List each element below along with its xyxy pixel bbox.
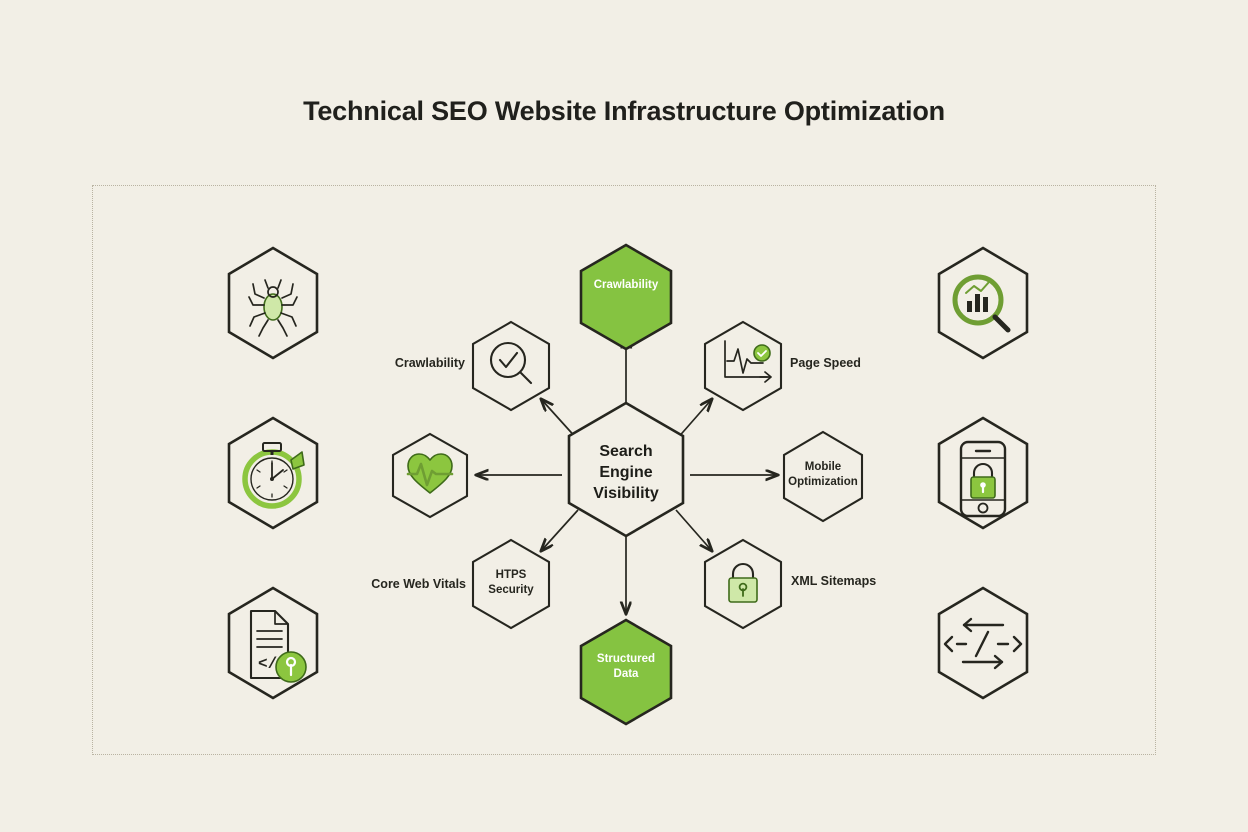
spoke-node-crawlability-upper-left[interactable]: Crawlability [395,320,551,412]
spoke-node-page-speed[interactable]: Page Speed [703,320,861,412]
crawlability-top-label: Crawlability [594,279,659,291]
spoke-node-xml-sitemaps[interactable]: XML Sitemaps [703,538,876,630]
hub-label-line2: Engine [599,464,652,481]
page-speed-label: Page Speed [790,356,861,370]
magnifier-chart-icon [952,274,1011,333]
crawlability-upper-left-label: Crawlability [395,356,465,370]
heart-pulse-icon [406,453,454,494]
phone-lock-icon [959,440,1007,518]
mobile-secure-hexagon [937,416,1029,530]
structured-data-label-line2: Data [614,668,640,680]
stopwatch-icon [242,442,305,509]
spoke-node-crawlability-top[interactable]: Crawlability [579,243,673,351]
stopwatch-hexagon [227,416,319,530]
connector-to-https-security [541,509,579,551]
hub-label-line1: Search [599,443,652,460]
spoke-node-https-security[interactable]: HTPS Security Core Web Vitals [371,538,551,630]
structured-data-label-line1: Structured [597,653,655,665]
crawlability-top-hexagon [579,243,673,351]
spoke-node-mobile-optimization[interactable]: Mobile Optimization [782,430,864,523]
page-speed-hexagon [703,320,783,412]
decor-hexagon-code-document[interactable]: </> [227,586,319,700]
structured-data-hexagon [579,618,673,726]
crawlability-upper-left-hexagon [471,320,551,412]
spider-icon [248,279,298,337]
spoke-node-structured-data[interactable]: Structured Data [579,618,673,726]
decor-hexagon-spider-crawler[interactable] [227,246,319,360]
spoke-node-core-web-vitals[interactable]: Core Web Vitals [380,432,475,588]
search-analytics-hexagon [937,246,1029,360]
code-arrows-icon [943,617,1023,670]
diagram-frame [92,185,1156,755]
https-security-hexagon [471,538,551,630]
speed-chart-icon [724,340,772,383]
decor-hexagon-search-analytics[interactable] [937,246,1029,360]
padlock-icon [728,562,758,603]
https-security-label-line1: HTPS [496,569,527,581]
decor-hexagon-code-exchange[interactable] [937,586,1029,700]
page-title: Technical SEO Website Infrastructure Opt… [303,96,945,126]
connector-to-xml-sitemaps [675,509,712,551]
search-check-icon [489,341,533,385]
document-code-key-icon: </> [249,609,307,683]
hub-node-search-engine-visibility[interactable]: Search Engine Visibility [567,401,685,538]
hub-label-line3: Visibility [593,485,659,502]
https-security-label-line2: Security [488,584,534,596]
core-web-vitals-side-label: Core Web Vitals [371,577,466,591]
decor-hexagon-mobile-secure[interactable] [937,416,1029,530]
decor-hexagon-stopwatch-speed[interactable] [227,416,319,530]
mobile-optimization-label-line1: Mobile [805,461,841,473]
connector-to-page-speed [675,399,712,441]
xml-sitemaps-label: XML Sitemaps [791,574,876,588]
hub-hexagon [567,401,685,538]
code-exchange-hexagon [937,586,1029,700]
spider-hexagon [227,246,319,360]
mobile-optimization-label-line2: Optimization [788,476,858,488]
mobile-optimization-hexagon [782,430,864,523]
code-document-hexagon [227,586,319,700]
